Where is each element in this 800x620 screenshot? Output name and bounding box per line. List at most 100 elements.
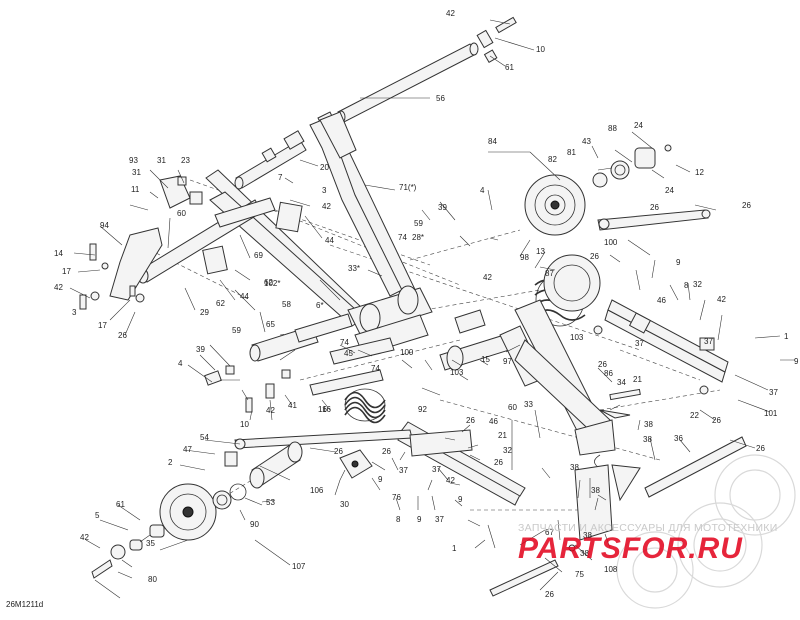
callout: 62 <box>216 299 225 308</box>
callout: 9 <box>676 258 681 267</box>
callout: 62 <box>264 278 273 287</box>
callout: 33* <box>348 264 360 273</box>
callout: 4 <box>480 186 485 195</box>
watermark-logo: PARTSFOR.RU <box>518 532 743 565</box>
callout: 9 <box>794 357 799 366</box>
callout: 102* <box>264 279 280 288</box>
callout: 59 <box>232 326 241 335</box>
callout: 60 <box>508 403 517 412</box>
callout: 76 <box>392 493 401 502</box>
callout: 53 <box>266 498 275 507</box>
callout: 38 <box>583 531 592 540</box>
callout: 1 <box>784 332 789 341</box>
callout: 14 <box>54 249 63 258</box>
callout: 6* <box>316 301 324 310</box>
callout: 10 <box>240 420 249 429</box>
callout: 42 <box>266 406 275 415</box>
callout: 67 <box>545 528 554 537</box>
callout: 42 <box>54 283 63 292</box>
callout: 28* <box>412 233 424 242</box>
callout: 108 <box>604 565 618 574</box>
callout: 9 <box>378 475 383 484</box>
callout: 31 <box>132 168 141 177</box>
callout: 94 <box>100 221 109 230</box>
callout: 41 <box>288 401 297 410</box>
callout: 42 <box>322 202 331 211</box>
callout: 8 <box>396 515 401 524</box>
callout: 93 <box>129 156 138 165</box>
callout: 37 <box>769 388 778 397</box>
callout: 47 <box>183 445 192 454</box>
upper-shaft-56 <box>336 16 517 124</box>
callout: 35 <box>146 539 155 548</box>
callout: 36 <box>674 434 683 443</box>
callout: 107 <box>292 562 306 571</box>
callout: 32 <box>693 280 702 289</box>
callout: 75 <box>575 570 584 579</box>
left-arm-94 <box>79 175 191 310</box>
callout: 87 <box>545 269 554 278</box>
front-arm-frame <box>205 111 433 356</box>
callout: 90 <box>250 520 259 529</box>
callout: 42 <box>446 476 455 485</box>
callout: 38 <box>570 463 579 472</box>
callout: 3 <box>72 308 77 317</box>
callout: 80 <box>148 575 157 584</box>
callout: 21 <box>498 431 507 440</box>
callout: 15 <box>481 355 490 364</box>
callout: 61 <box>116 500 125 509</box>
callout: 8 <box>684 281 689 290</box>
callout: 29 <box>200 308 209 317</box>
callout: 33 <box>524 400 533 409</box>
callout: 38 <box>591 486 600 495</box>
callout: 74 <box>371 364 380 373</box>
callout: 86 <box>604 369 613 378</box>
callout: 38 <box>643 435 652 444</box>
callout: 26 <box>742 201 751 210</box>
callout: 38 <box>580 549 589 558</box>
callout: 103 <box>450 368 464 377</box>
callout: 31 <box>157 156 166 165</box>
callout: 43 <box>582 137 591 146</box>
callout: 98 <box>520 253 529 262</box>
callout: 84 <box>488 137 497 146</box>
callout: 26 <box>712 416 721 425</box>
callout: 100 <box>604 238 618 247</box>
callout: 74 <box>340 338 349 347</box>
callout: 82 <box>548 155 557 164</box>
callout: 23 <box>181 156 190 165</box>
rail-101 <box>593 299 729 395</box>
callout: 26 <box>466 416 475 425</box>
watermark-caption: ЗАПЧАСТИ И АКСЕССУАРЫ ДЛЯ МОТОТЕХНИКИ <box>518 522 778 534</box>
callout: 4 <box>178 359 183 368</box>
callout: 26 <box>756 444 765 453</box>
upper-left-shafts <box>137 130 307 284</box>
callout: 9 <box>417 515 422 524</box>
callout: 61 <box>505 63 514 72</box>
watermark: ЗАПЧАСТИ И АКСЕССУАРЫ ДЛЯ МОТОТЕХНИКИ PA… <box>518 522 788 566</box>
callout: 60 <box>177 209 186 218</box>
callout: 5 <box>95 511 100 520</box>
callout: 88 <box>608 124 617 133</box>
callout: 39 <box>196 345 205 354</box>
callout: 26 <box>334 447 343 456</box>
callout: 20 <box>320 163 329 172</box>
link-100 <box>597 209 711 231</box>
callout: 37 <box>435 515 444 524</box>
callout: 21 <box>633 375 642 384</box>
callout: 26 <box>590 252 599 261</box>
callout: 9 <box>458 495 463 504</box>
callout: 56 <box>436 94 445 103</box>
callout: 17 <box>98 321 107 330</box>
shock-and-rear-arm <box>439 299 616 468</box>
callout: 101 <box>764 409 778 418</box>
callout: 97 <box>503 357 512 366</box>
callout: 11 <box>131 185 140 194</box>
callout: 58 <box>282 300 291 309</box>
leader-lines <box>69 19 795 599</box>
callout: 54 <box>200 433 209 442</box>
callout: 59 <box>414 219 423 228</box>
callout: 24 <box>665 186 674 195</box>
